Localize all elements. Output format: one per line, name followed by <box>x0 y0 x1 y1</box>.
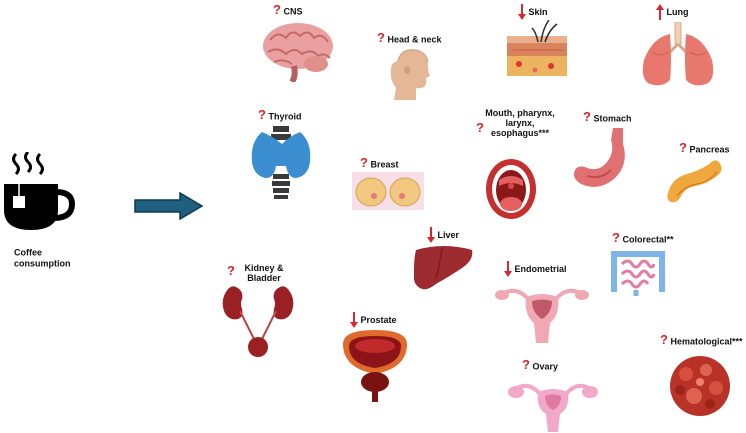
organ-label-skin: Skin <box>518 4 548 20</box>
organ-label-kidney: ? Kidney & Bladder <box>227 263 289 283</box>
down-arrow-icon <box>427 227 435 243</box>
organ-name: Stomach <box>593 113 632 124</box>
organ-name: Skin <box>528 7 548 17</box>
lungs-icon <box>640 22 716 88</box>
organ-name: Ovary <box>532 361 558 372</box>
organ-label-endometrial: Endometrial <box>504 261 567 277</box>
organ-label-hematological: ? Hematological*** <box>660 332 743 347</box>
organ-name: Endometrial <box>514 264 567 274</box>
question-mark-icon: ? <box>612 230 620 245</box>
down-arrow-icon <box>504 261 512 277</box>
up-arrow-icon <box>656 4 664 20</box>
question-mark-icon: ? <box>273 2 281 17</box>
organ-name: Lung <box>666 7 689 17</box>
question-mark-icon: ? <box>258 107 266 122</box>
question-mark-icon: ? <box>679 140 687 155</box>
organ-label-pancreas: ? Pancreas <box>679 140 730 155</box>
blood-cells-icon <box>666 352 734 418</box>
organ-name: Kidney & Bladder <box>244 263 284 283</box>
down-arrow-icon <box>350 312 358 328</box>
organ-name: Thyroid <box>268 111 302 122</box>
prostate-icon <box>339 330 411 402</box>
question-mark-icon: ? <box>583 109 591 124</box>
question-mark-icon: ? <box>476 120 484 135</box>
question-mark-icon: ? <box>377 30 385 45</box>
question-mark-icon: ? <box>522 357 530 372</box>
organ-name: Colorectal** <box>622 234 674 245</box>
organ-name: Hematological*** <box>670 336 743 347</box>
brain-icon <box>262 20 338 82</box>
head-icon <box>390 48 430 100</box>
organ-label-prostate: Prostate <box>350 312 397 328</box>
mouth-icon <box>485 158 537 220</box>
organ-name: Prostate <box>360 315 397 325</box>
skin-icon <box>505 20 569 78</box>
organ-name: Pancreas <box>689 144 730 155</box>
organ-label-mouth: ? Mouth, pharynx, larynx, esophagus*** <box>476 108 556 138</box>
organ-name: Head & neck <box>387 34 442 45</box>
organ-label-head-neck: ? Head & neck <box>377 30 442 45</box>
ovary-icon <box>508 376 598 432</box>
organ-label-stomach: ? Stomach <box>583 109 632 124</box>
thyroid-icon <box>248 124 314 200</box>
organ-label-ovary: ? Ovary <box>522 357 558 372</box>
breast-icon <box>352 172 424 210</box>
kidney-icon <box>222 285 294 359</box>
organ-label-thyroid: ? Thyroid <box>258 107 302 122</box>
question-mark-icon: ? <box>660 332 668 347</box>
intestine-icon <box>608 246 668 296</box>
right-arrow-icon <box>134 192 204 220</box>
organ-name: CNS <box>283 6 303 17</box>
coffee-consumption-text: Coffee consumption <box>14 247 71 269</box>
organ-name: Liver <box>437 230 460 240</box>
liver-icon <box>414 244 474 292</box>
organ-label-liver: Liver <box>427 227 459 243</box>
coffee-consumption-label: Coffee consumption <box>14 247 74 268</box>
organ-label-cns: ? CNS <box>273 2 303 17</box>
uterus-icon <box>494 281 590 345</box>
organ-label-lung: Lung <box>656 4 689 20</box>
pancreas-icon <box>667 160 723 206</box>
coffee-cup-icon <box>2 152 76 232</box>
organ-label-colorectal: ? Colorectal** <box>612 230 674 245</box>
stomach-icon <box>573 128 631 190</box>
organ-name: Mouth, pharynx, larynx, esophagus*** <box>485 108 555 138</box>
organ-name: Breast <box>370 159 399 170</box>
question-mark-icon: ? <box>227 263 235 278</box>
organ-label-breast: ? Breast <box>360 155 399 170</box>
down-arrow-icon <box>518 4 526 20</box>
question-mark-icon: ? <box>360 155 368 170</box>
